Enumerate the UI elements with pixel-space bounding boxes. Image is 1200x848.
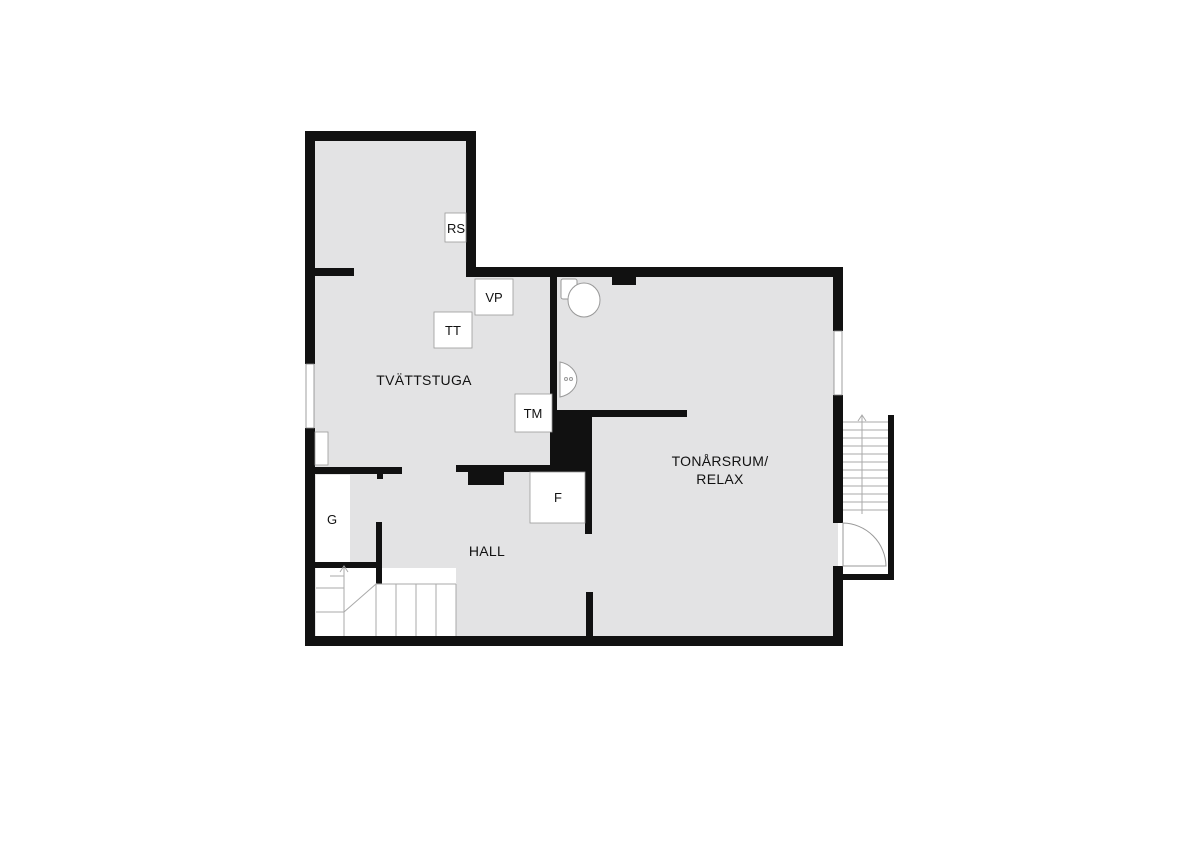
stair-area [316,568,456,638]
exterior-stair [840,414,894,580]
room-label-hall: HALL [469,543,505,559]
fixture-f-label: F [554,490,562,505]
fixture-rs: RS [444,212,467,243]
floor-area [312,138,892,641]
room-label-tvattstuga: TVÄTTSTUGA [376,372,472,388]
outer-walls [305,131,843,646]
fixture-vp: VP [474,278,514,316]
fixture-f: F [529,471,586,524]
door-swing [842,522,887,567]
fixture-g-label: G [327,512,337,527]
fixture-tm: TM [514,393,553,433]
radiator-icon [314,431,329,466]
fixture-tt-label: TT [445,323,461,338]
toilet-icon [560,278,601,318]
fixture-rs-label: RS [447,221,465,236]
interior-walls [312,268,687,642]
sink-icon [559,361,578,398]
room-label-relax: RELAX [696,471,744,487]
closet-g [316,475,350,562]
fixture-tm-label: TM [524,406,543,421]
fixture-vp-label: VP [485,290,502,305]
windows [305,330,843,429]
room-label-tonarsrum: TONÅRSRUM/ [672,453,769,469]
interior-stair [316,565,457,636]
fixture-tt: TT [433,311,473,349]
